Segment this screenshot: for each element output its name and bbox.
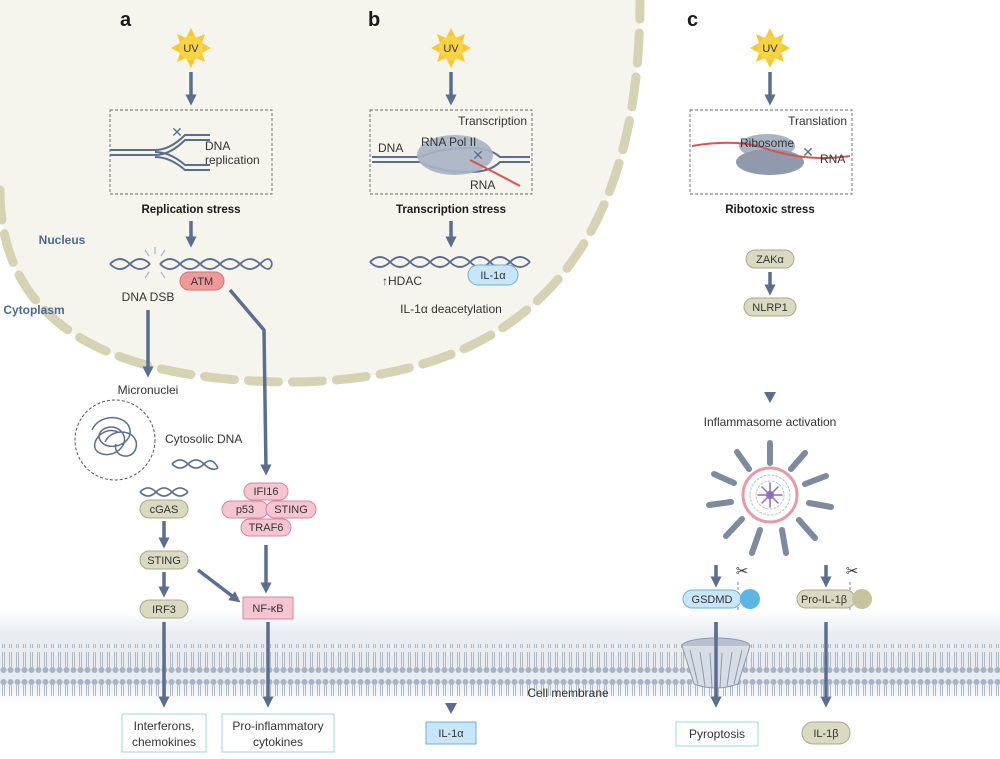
nlrp1-pill xyxy=(743,297,797,317)
hdac-label: ↑HDAC xyxy=(382,274,422,288)
uv-sun-b: UV xyxy=(431,28,471,68)
sting-label-a: STING xyxy=(147,555,181,567)
cytosolic-dna-helix xyxy=(171,459,219,471)
il1a-pill xyxy=(467,264,519,286)
transcription-stress-label: Transcription stress xyxy=(396,204,506,216)
cytoplasm-label: Cytoplasm xyxy=(3,303,64,317)
zaka-pill xyxy=(745,249,795,269)
replication-stress-label: Replication stress xyxy=(141,204,240,216)
ribosome-large xyxy=(736,149,804,175)
il1a-output-label: IL-1α xyxy=(438,728,464,740)
nucleus xyxy=(0,0,640,382)
translation-x-icon: ✕ xyxy=(802,144,814,160)
svg-text:UV: UV xyxy=(443,43,459,55)
inflammasome-label: Inflammasome activation xyxy=(704,415,837,429)
proil1b-label: Pro-IL-1β xyxy=(801,594,847,606)
transcription-label: Transcription xyxy=(458,114,527,128)
replication-fork xyxy=(110,134,210,171)
translation-box xyxy=(689,109,853,195)
pyroptosis-box xyxy=(675,721,759,747)
micronuclei-label: Micronuclei xyxy=(118,383,179,397)
translation-label: Translation xyxy=(788,114,847,128)
replication-box xyxy=(109,109,273,195)
uv-sun-a: UV xyxy=(171,28,211,68)
il1b-output-pill xyxy=(801,721,851,745)
nascent-rna xyxy=(469,159,521,187)
p53-label: p53 xyxy=(236,504,254,516)
gsdmd-cterminal xyxy=(740,589,760,609)
nlrp1-label: NLRP1 xyxy=(752,302,787,314)
nuclear-envelope xyxy=(0,0,645,387)
rna-pol-ii xyxy=(417,135,493,175)
mrna-strand xyxy=(691,141,851,159)
deacetylation-label: IL-1α deacetylation xyxy=(400,302,502,316)
replication-x-icon: ✕ xyxy=(171,124,183,140)
rna-label-c: RNA xyxy=(820,152,845,166)
cytokines-box xyxy=(221,713,335,753)
gsdmd-label: GSDMD xyxy=(692,594,733,606)
irf3-pill xyxy=(139,599,189,619)
dna-replication-label-2: replication xyxy=(205,153,260,167)
tangled-dna xyxy=(91,416,137,457)
il1b-output-label: IL-1β xyxy=(813,728,838,740)
traf6-label: TRAF6 xyxy=(249,522,284,534)
panel-c-label: c xyxy=(687,9,698,31)
cgas-pill xyxy=(139,499,189,519)
atm-label: ATM xyxy=(191,276,213,288)
svg-text:UV: UV xyxy=(183,43,199,55)
cytokines-label-1: Pro-inflammatory xyxy=(232,719,323,733)
dna-replication-label-1: DNA xyxy=(205,139,230,153)
zaka-label: ZAKα xyxy=(756,254,784,266)
panel-b-label: b xyxy=(368,9,380,31)
irf3-label: IRF3 xyxy=(152,604,176,616)
ifi16-label: IFI16 xyxy=(253,486,278,498)
cgas-dna-helix xyxy=(139,487,189,497)
transcription-box xyxy=(369,109,533,195)
interferons-label-2: chemokines xyxy=(132,735,196,749)
dna-label-b: DNA xyxy=(378,141,403,155)
nfkb-label: NF-κB xyxy=(252,603,283,615)
uv-sun-c: UV xyxy=(750,28,790,68)
dna-dsb-helix xyxy=(109,247,273,279)
ribosome-label: Ribosome xyxy=(740,136,794,150)
inflammasome-ring xyxy=(706,440,834,556)
ribotoxic-stress-label: Ribotoxic stress xyxy=(725,204,814,216)
nfkb-box xyxy=(242,596,294,620)
cytokines-label-2: cytokines xyxy=(253,735,303,749)
pyroptosis-label: Pyroptosis xyxy=(689,727,745,741)
micronucleus xyxy=(74,399,156,481)
ifi16-complex xyxy=(221,482,317,537)
scissors-icon-il1b: ✂ xyxy=(846,563,859,580)
cytosolic-dna-label: Cytosolic DNA xyxy=(165,432,242,446)
rnapol-label: RNA Pol II xyxy=(421,135,476,149)
nucleus-label: Nucleus xyxy=(39,233,86,247)
transcription-x-icon: ✕ xyxy=(472,147,484,163)
scissors-icon-gsdmd: ✂ xyxy=(736,563,749,580)
proil1b-prodomain xyxy=(852,589,872,609)
svg-text:UV: UV xyxy=(762,43,778,55)
membrane-label: Cell membrane xyxy=(527,686,609,700)
cgas-label: cGAS xyxy=(150,504,179,516)
panel-a-label: a xyxy=(120,9,132,31)
dna-dsb-label: DNA DSB xyxy=(122,290,175,304)
il1a-output-box xyxy=(425,721,477,745)
interferons-box xyxy=(121,713,207,753)
cell-membrane xyxy=(0,644,1000,696)
interferons-label-1: Interferons, xyxy=(134,719,195,733)
atm-pill xyxy=(179,271,225,291)
sting-pill-a xyxy=(139,550,189,570)
il1a-label: IL-1α xyxy=(480,270,506,282)
sting-label-complex: STING xyxy=(274,504,308,516)
rna-label-b: RNA xyxy=(470,178,495,192)
